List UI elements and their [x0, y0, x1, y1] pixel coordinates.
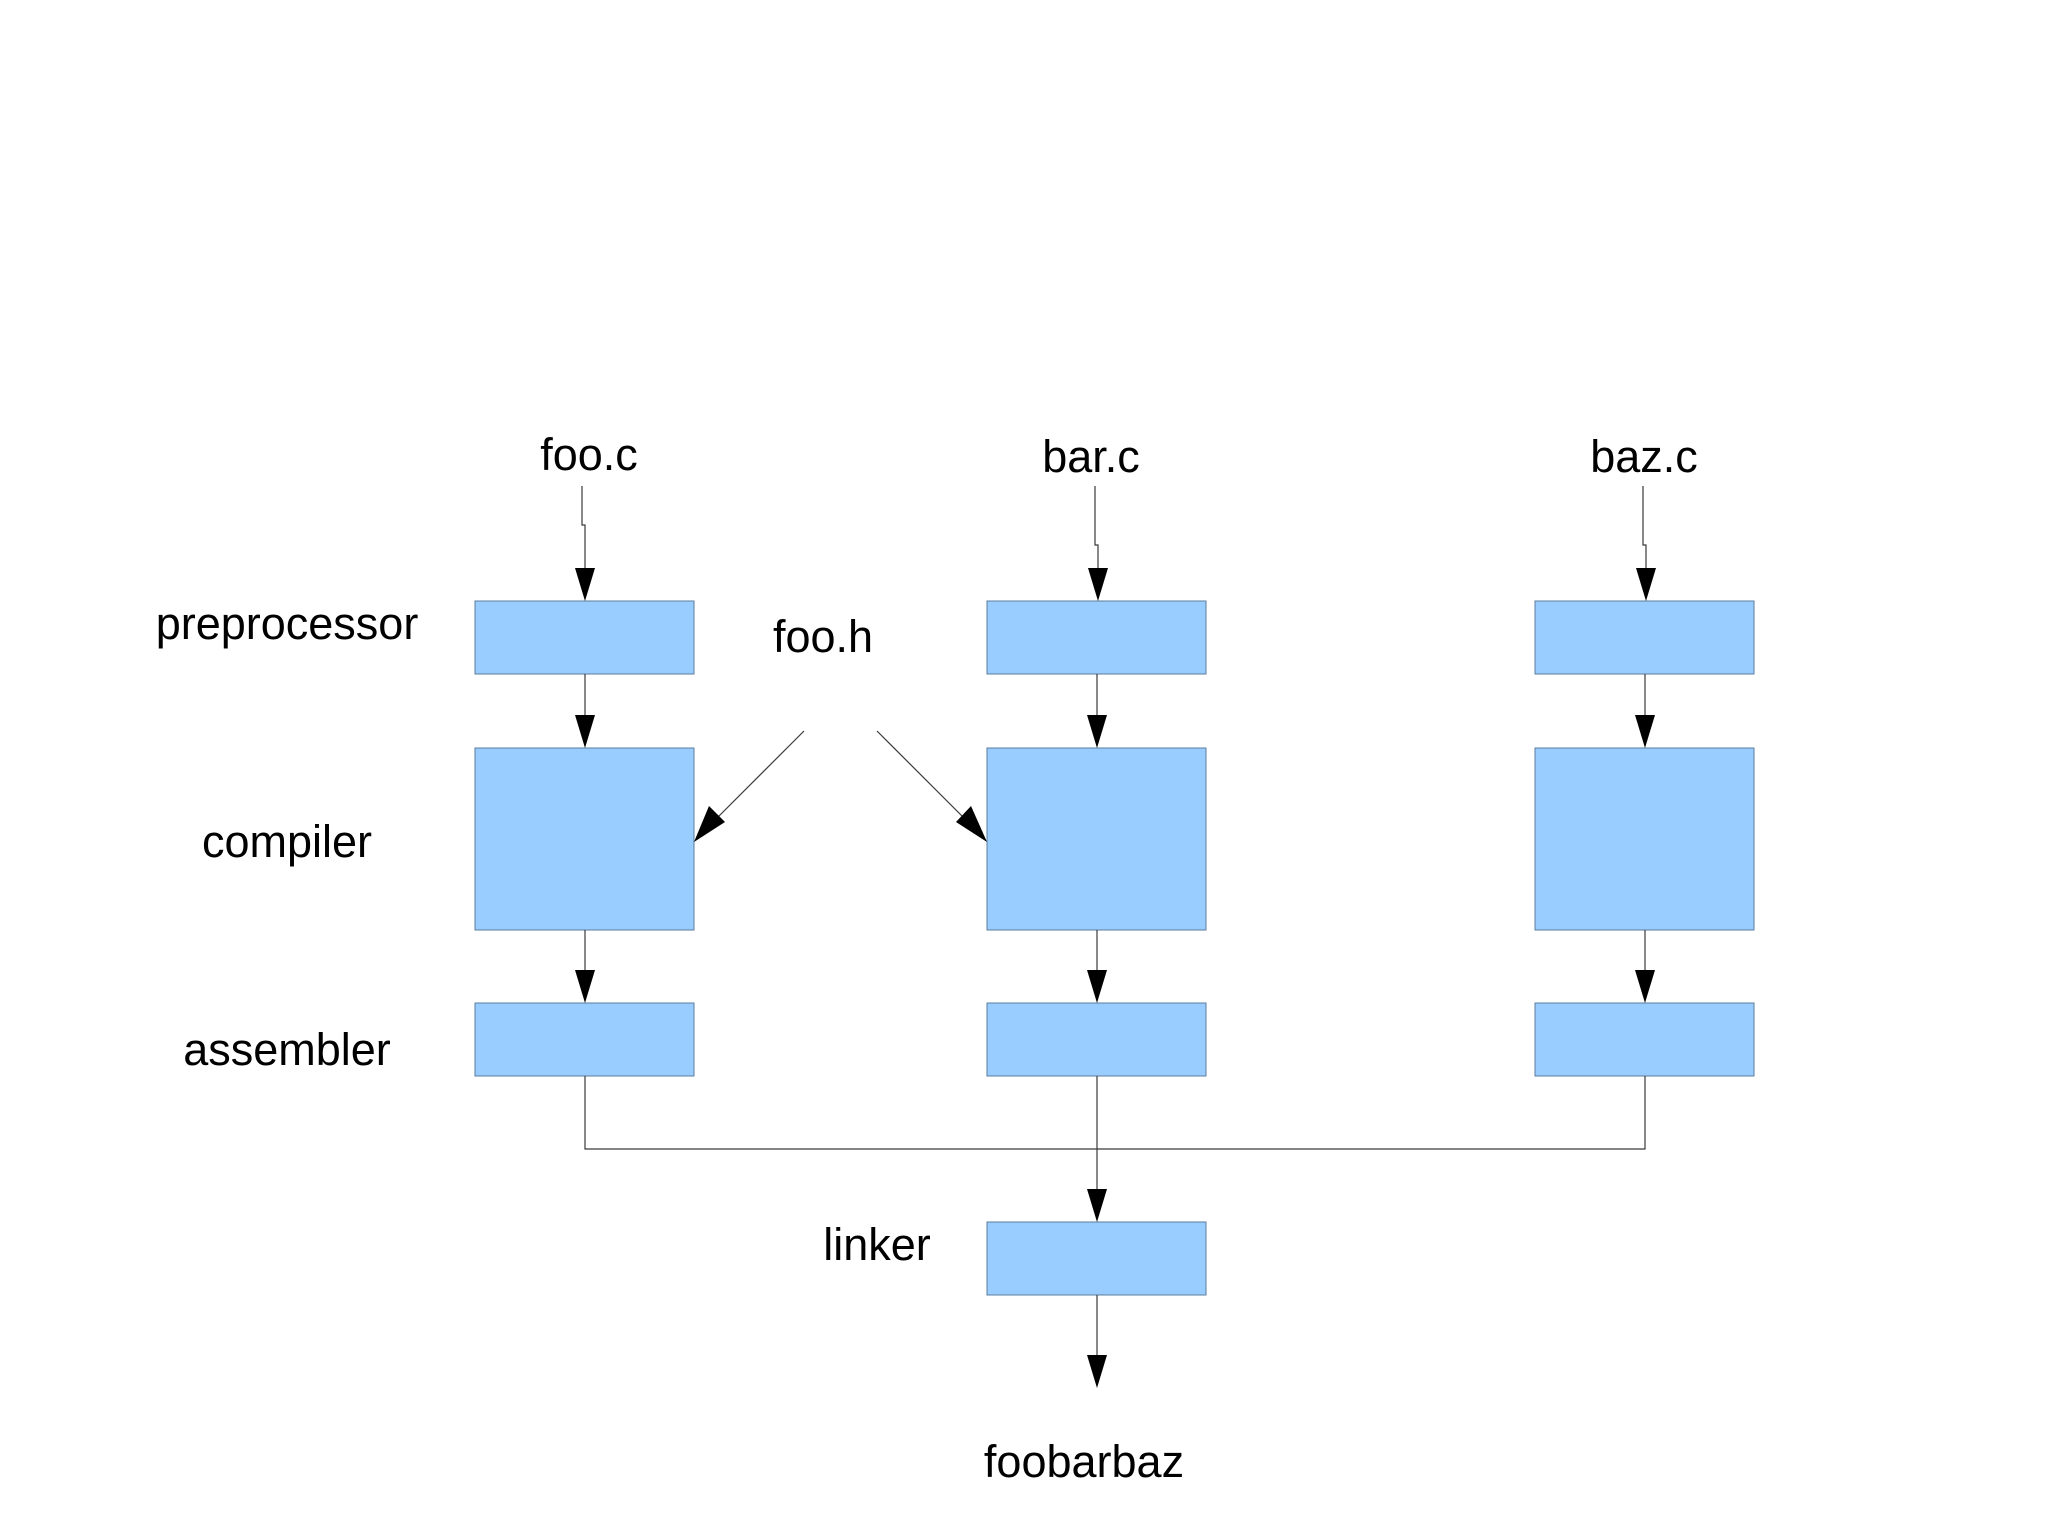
foo-compiler-box	[474, 747, 695, 931]
connector-baz-c-to-preprocessor	[1642, 486, 1647, 570]
linker-box	[986, 1221, 1207, 1296]
bar-compiler-box	[986, 747, 1207, 931]
connector-bar-c-to-preprocessor	[1094, 486, 1099, 570]
label-preprocessor: preprocessor	[156, 598, 419, 649]
arrowhead-linker-to-output	[1087, 1355, 1107, 1388]
arrowhead-foo-h-to-foo-compiler	[694, 806, 725, 842]
baz-assembler-box	[1534, 1002, 1755, 1077]
label-baz-c: baz.c	[1590, 431, 1698, 482]
arrowhead-bar-c-to-preprocessor	[1088, 568, 1108, 601]
label-bar-c: bar.c	[1042, 431, 1140, 482]
arrowhead-foo-h-to-bar-compiler	[956, 806, 987, 842]
foo-preprocessor-box	[474, 600, 695, 675]
arrowhead-foo-to-assembler	[575, 970, 595, 1003]
bar-assembler-box	[986, 1002, 1207, 1077]
baz-compiler-box	[1534, 747, 1755, 931]
label-assembler: assembler	[183, 1024, 391, 1075]
connector-assemblers-to-linker-bus	[584, 1076, 1646, 1150]
arrowhead-bar-to-assembler	[1087, 970, 1107, 1003]
connector-foo-c-to-preprocessor	[581, 486, 586, 570]
connector-foo-h-to-foo-compiler	[712, 730, 805, 823]
label-linker: linker	[823, 1219, 931, 1270]
arrowhead-bar-to-compiler	[1087, 715, 1107, 748]
label-foo-c: foo.c	[540, 429, 638, 480]
arrowhead-baz-c-to-preprocessor	[1636, 568, 1656, 601]
bar-preprocessor-box	[986, 600, 1207, 675]
arrowhead-foo-to-compiler	[575, 715, 595, 748]
label-output-foobarbaz: foobarbaz	[984, 1436, 1184, 1487]
connector-foo-h-to-bar-compiler	[876, 730, 969, 823]
foo-assembler-box	[474, 1002, 695, 1077]
arrowhead-to-linker	[1087, 1189, 1107, 1222]
arrowhead-foo-c-to-preprocessor	[575, 568, 595, 601]
label-foo-h: foo.h	[773, 611, 873, 662]
arrowhead-baz-to-assembler	[1635, 970, 1655, 1003]
label-compiler: compiler	[202, 816, 372, 867]
arrowhead-baz-to-compiler	[1635, 715, 1655, 748]
baz-preprocessor-box	[1534, 600, 1755, 675]
